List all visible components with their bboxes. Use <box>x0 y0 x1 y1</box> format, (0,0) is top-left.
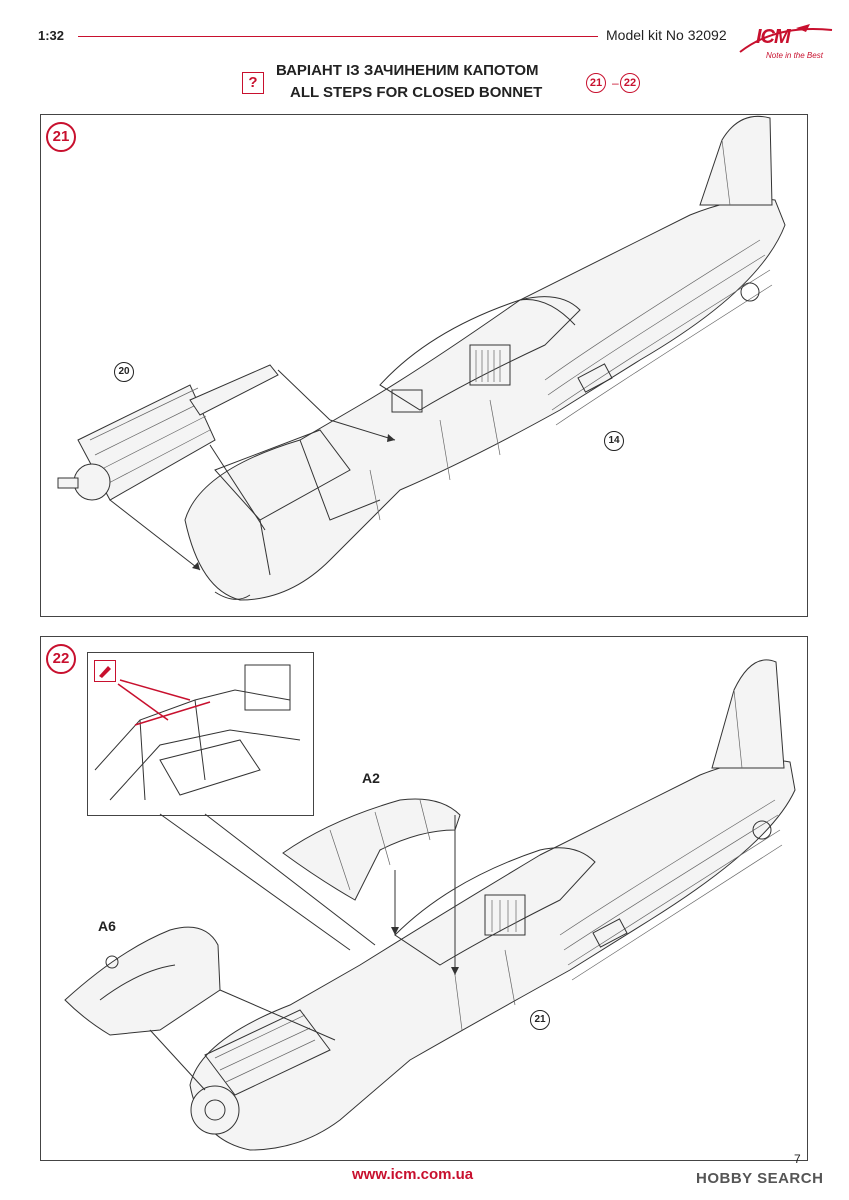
logo-swoosh-icon <box>739 24 833 53</box>
title-english: ALL STEPS FOR CLOSED BONNET <box>290 84 543 101</box>
scale-label: 1:32 <box>38 28 65 43</box>
step-range-separator: – <box>612 76 619 90</box>
header-rule <box>78 36 598 37</box>
step-21-badge: 21 <box>46 122 76 152</box>
step-range-start: 21 <box>586 73 606 93</box>
step-21-panel <box>40 114 808 617</box>
page-number: 7 <box>794 1152 801 1166</box>
callout-part-14: 14 <box>604 431 624 451</box>
footer-url[interactable]: www.icm.com.ua <box>352 1166 474 1183</box>
part-label-a6: A6 <box>98 918 116 934</box>
step-22-panel <box>40 636 808 1161</box>
part-label-a2: A2 <box>362 770 380 786</box>
brand-name: ICM <box>756 26 791 48</box>
question-box-icon: ? <box>242 72 264 94</box>
title-ukrainian: ВАРІАНТ ІЗ ЗАЧИНЕНИМ КАПОТОМ <box>276 62 539 79</box>
callout-part-20: 20 <box>114 362 134 382</box>
step-22-badge: 22 <box>46 644 76 674</box>
detail-inset <box>87 652 314 816</box>
kit-number: Model kit No 32092 <box>606 27 727 43</box>
paint-marker-icon-glyph <box>99 666 111 678</box>
callout-part-21: 21 <box>530 1010 550 1030</box>
brand-tagline: Note in the Best <box>766 51 823 60</box>
brand-logo: ICM Note in the Best <box>736 22 836 68</box>
paint-marker-icon <box>94 660 116 682</box>
watermark: HOBBY SEARCH <box>696 1170 824 1187</box>
step-range-end: 22 <box>620 73 640 93</box>
